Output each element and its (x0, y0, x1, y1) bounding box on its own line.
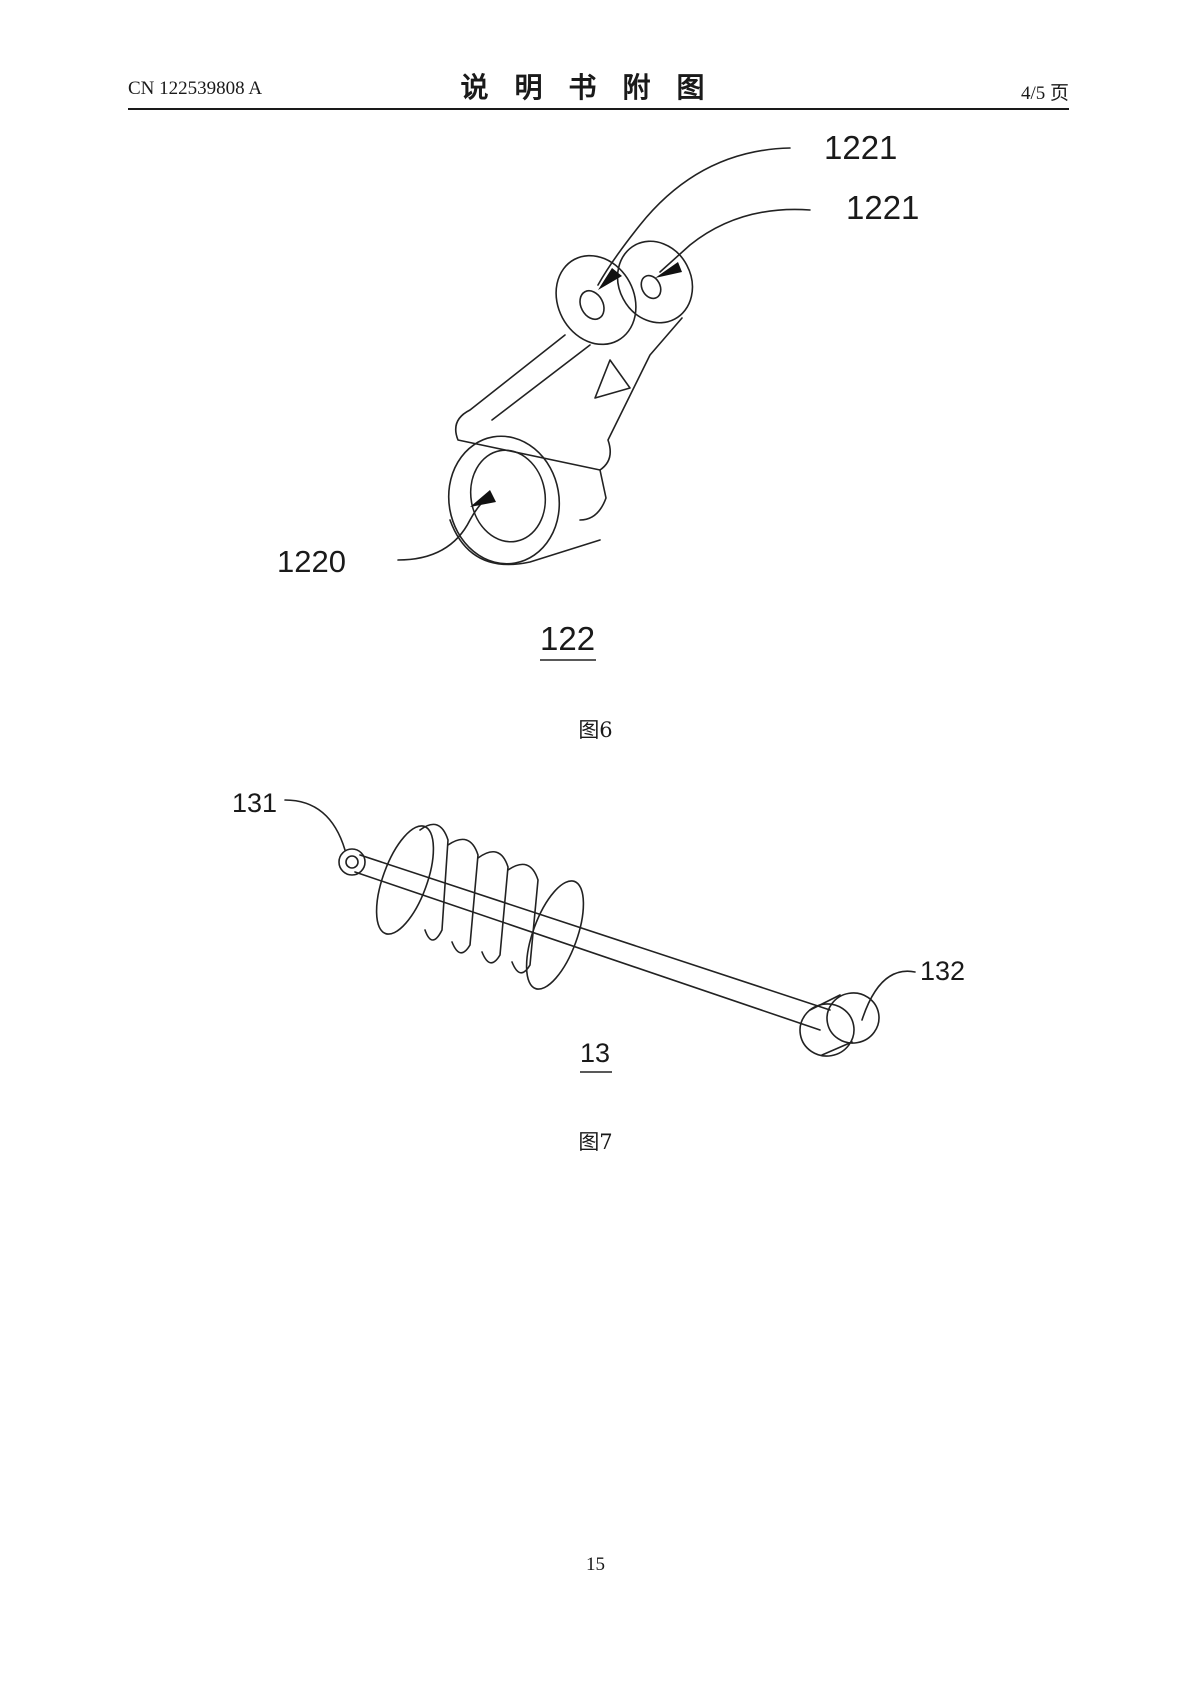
leader-131 (284, 799, 346, 851)
arm-bevel (579, 469, 607, 521)
rod-bottom (354, 871, 821, 1031)
small-eye-outer (338, 848, 366, 876)
label-13: 13 (580, 1038, 610, 1068)
arrow-1221-b (655, 262, 682, 278)
rod-top (359, 854, 831, 1011)
arm-slot (594, 359, 631, 399)
patent-number: CN 122539808 A (128, 78, 263, 99)
front-lug-hole (579, 289, 605, 321)
label-132: 132 (920, 956, 965, 986)
label-131: 131 (232, 788, 277, 818)
leader-1221-a (597, 147, 791, 286)
spring-coils (419, 823, 539, 974)
end-sleeve-sides (809, 994, 853, 1056)
arm-edge (491, 344, 591, 421)
arm-body (454, 317, 683, 471)
ring-outer (447, 435, 561, 565)
page-of-total: 4/5 页 (1020, 83, 1069, 104)
header-rule (128, 108, 1069, 110)
figure-7-drawing: 131 132 13 (232, 788, 965, 1073)
leader-132 (861, 970, 916, 1021)
front-lug (555, 254, 637, 346)
arrow-1221-a (598, 268, 622, 290)
page-number: 15 (586, 1554, 605, 1575)
arrow-1220 (470, 490, 496, 507)
label-1221-upper: 1221 (824, 129, 897, 166)
rear-lug (616, 240, 694, 324)
figure-6-drawing: 1221 1221 1220 122 (277, 129, 919, 661)
small-eye-inner (345, 855, 359, 869)
label-122: 122 (540, 620, 595, 657)
label-1220: 1220 (277, 544, 346, 579)
label-1221-lower: 1221 (846, 189, 919, 226)
leader-1221-b (659, 208, 811, 273)
ring-side (449, 519, 601, 566)
right-washer (525, 880, 585, 990)
figure-6-caption: 图6 (578, 718, 613, 742)
figure-7-caption: 图7 (578, 1130, 613, 1154)
ring-inner (469, 449, 547, 543)
rear-lug-hole (640, 274, 662, 300)
end-sleeve-back (826, 992, 880, 1044)
section-title: 说明书附图 (460, 71, 731, 104)
